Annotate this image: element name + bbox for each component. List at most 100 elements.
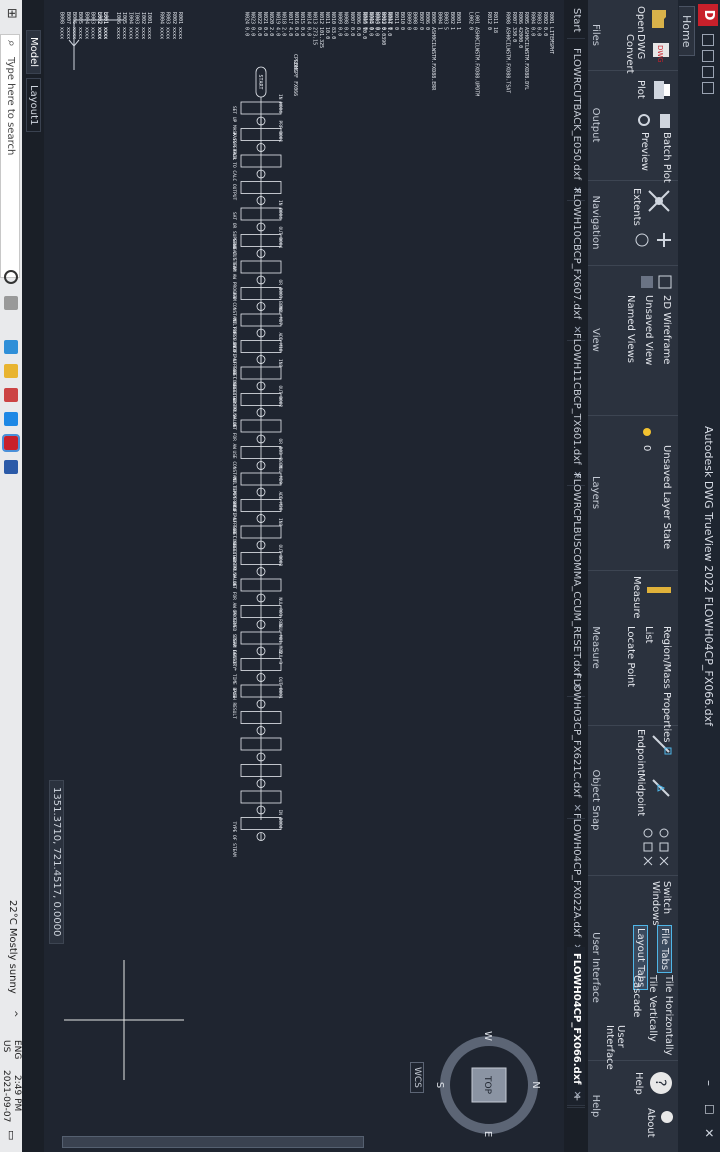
file-explorer-icon[interactable] [4,364,18,378]
user-interface-button[interactable]: User Interface [604,1025,626,1070]
batch-plot-button[interactable]: Batch Plot [661,132,672,183]
tile-horizontally-button[interactable]: Tile Horizontally [663,975,674,1056]
plot-button[interactable]: Plot [635,80,646,99]
mail-icon[interactable] [4,412,18,426]
navigation-bar[interactable] [62,1136,364,1148]
cortana-icon[interactable] [4,270,18,284]
variable-table-r: B001 1 [455,12,461,30]
view-dropdown[interactable]: Unsaved View [643,295,654,366]
variable-table-r: B006 0 [424,12,430,30]
panel-files: Open DWG DWG Convert Files [588,0,678,74]
flow-comment: TYPE OF STEAM [231,822,237,858]
search-icon: ⌕ [5,40,19,47]
compass-n[interactable]: N [530,1081,541,1088]
layer-dropdown[interactable]: 0 [641,445,652,452]
open-button[interactable]: Open [635,6,646,33]
minimize-button[interactable]: – [702,1080,716,1086]
variable-table-io: I006 xxxx [115,12,121,39]
store-icon[interactable] [4,388,18,402]
doc-tab[interactable]: Start [567,2,585,40]
variable-table-r: R005 ASH0CILWSTM.FXD88.DYL [523,12,529,90]
model-layout-tabs: Model Layout1 [22,0,44,1152]
flow-box [240,446,282,459]
tab-model[interactable]: Model [26,30,41,75]
midpoint-button[interactable]: Midpoint [635,773,646,817]
file-tabs-button[interactable]: File Tabs [657,925,672,974]
doc-tab[interactable]: FLOWH11CBCP_TX601.dxf✕ [567,327,585,487]
extents-button[interactable]: Extents [631,188,642,226]
doc-tab[interactable]: FLOWRCPLBUSCOMMA_CCUM_RESET.dxf✕ [567,467,585,698]
maximize-button[interactable]: ☐ [702,1104,716,1115]
doc-tab[interactable]: FLOWH10CBCP_FX607.dxf✕ [567,182,585,341]
viewcube-top-face[interactable] [471,1067,507,1103]
flow-comment: GET SELECTED PI VALUE [231,371,237,428]
region-indicator[interactable]: US [1,1040,11,1053]
compass-e[interactable]: E [482,1131,493,1137]
variable-table-r: B007 0 [418,12,424,30]
preview-button[interactable]: Preview [639,132,650,171]
notification-icon[interactable]: ▭ [5,1130,18,1141]
compass-s[interactable]: S [434,1082,445,1088]
measure-button[interactable]: Measure [631,576,642,619]
panel-measure: Measure Region/Mass Properties List Loca… [588,570,678,743]
title-bar: D Autodesk DWG TrueView 2022 FLOWH04CP_F… [696,0,720,1152]
layer-state-dropdown[interactable]: Unsaved Layer State [661,445,672,550]
variable-table-n: N014 0.0 [305,12,311,36]
variable-table-io: R002 xxxx [171,12,177,39]
variable-table-io: I005 xxxx [121,12,127,39]
doc-tab[interactable]: FLOWRCUTBACK_E050.dxf✕ [567,42,585,202]
task-view-icon[interactable] [4,296,18,310]
locate-point-button[interactable]: Locate Point [625,626,636,688]
close-button[interactable]: ✕ [702,1128,716,1139]
help-button[interactable]: Help [633,1072,644,1095]
flow-box [240,578,282,592]
tab-layout1[interactable]: Layout1 [26,78,41,133]
flow-box [240,817,282,830]
language-indicator[interactable]: ENG [12,1040,22,1060]
cascade-button[interactable]: Cascade [631,975,642,1018]
weather-widget[interactable]: 22°C Mostly sunny [7,900,18,994]
doc-tab[interactable]: + [567,1087,585,1109]
ribbon: Open DWG DWG Convert Files Plot Batch Pl… [587,0,678,1152]
variable-table-r: B012 0 [387,12,393,30]
word-icon[interactable] [4,460,18,474]
flow-box [240,711,282,724]
tray-chevron-icon[interactable]: ^ [8,1010,18,1018]
edge-icon[interactable] [4,340,18,354]
doc-tab[interactable]: FLOWH04CP_FX066.dxf✕ [567,947,585,1106]
variable-table-r: B004 1 [436,12,442,30]
variable-table-n: N017 4.0 [287,12,293,36]
doc-tab[interactable]: FLOWH03CP_FX621C.dxf✕ [567,667,585,820]
wcs-menu[interactable]: WCS [410,1062,424,1093]
tile-vertically-button[interactable]: Tile Vertically [647,975,658,1042]
crosshair-cursor [64,960,184,1080]
taskbar-search[interactable]: Type here to search [0,34,20,278]
doc-tab[interactable]: FLOWH04CP_FX022A.dxf✕ [567,807,585,959]
visual-style-dropdown[interactable]: 2D Wireframe [661,295,672,365]
viewcube[interactable]: TOP N S E W [434,1030,544,1140]
list-button[interactable]: List [643,626,654,644]
dwg-trueview-taskbar-icon[interactable] [2,434,20,452]
endpoint-button[interactable]: Endpoint [635,729,646,774]
doc-tab-label: FLOWH03CP_FX621C.dxf [571,673,582,798]
clock-time[interactable]: 2:49 PM [12,1075,22,1112]
variable-table-r: B002 1 [449,12,455,30]
flow-comment: ABS PUSH OUT FOR AW PROGRA [231,557,237,628]
variable-table-b: B008 xxxx [59,12,65,39]
variable-table-r: R008 ASH0CILWSTM.FXD88.TSAT [505,12,511,93]
dwg-convert-button[interactable]: DWG Convert [624,34,646,74]
named-views-button[interactable]: Named Views [625,295,636,363]
svg-text:?: ? [652,1079,668,1086]
windows-start-icon[interactable]: ⊞ [4,8,19,19]
panel-title: Navigation [590,195,601,250]
clock-date[interactable]: 2021-09-07 [1,1070,11,1123]
panel-title: Files [590,24,601,46]
compass-w[interactable]: W [482,1031,493,1041]
switch-windows-button[interactable]: Switch Windows [650,881,672,926]
flow-box-label: ADD M18 [277,333,283,352]
about-button[interactable]: About [645,1108,656,1138]
panel-title: Help [590,1094,601,1118]
tab-home[interactable]: Home [679,6,695,57]
